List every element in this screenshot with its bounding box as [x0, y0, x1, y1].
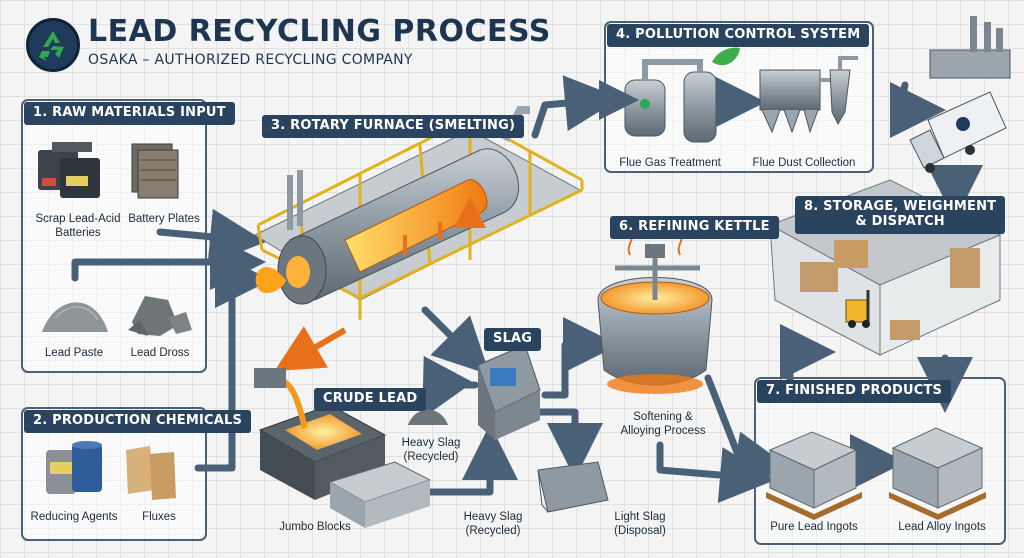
- label-heavy-slag-bottom: Heavy Slag (Recycled): [463, 511, 523, 538]
- arrow-chemicals-to-furnace: [194, 252, 271, 472]
- arrow-slag-to-light: [531, 408, 603, 479]
- recycle-icon: [39, 31, 64, 61]
- label-battery-plates: Battery Plates: [128, 213, 200, 225]
- arrow-slag-to-kettle: [541, 317, 619, 399]
- arrow-kettle-to-pure: [656, 441, 776, 503]
- page-title: LEAD RECYCLING PROCESS: [88, 14, 551, 49]
- barrel-icon: [46, 441, 102, 494]
- sack-icon: [126, 446, 176, 500]
- company-logo: [26, 18, 80, 72]
- alloy-ingot-icon: [889, 427, 986, 520]
- bin-icon: [537, 461, 609, 513]
- label-fluxes: Fluxes: [142, 511, 176, 523]
- label-softening: Softening & Alloying Process: [620, 411, 706, 438]
- battery-icon: [38, 142, 100, 198]
- page-subtitle: OSAKA – AUTHORIZED RECYCLING COMPANY: [88, 52, 413, 68]
- section-pollution-control: 4. POLLUTION CONTROL SYSTEM: [607, 24, 870, 47]
- label-light-slag: Light Slag (Disposal): [614, 511, 666, 538]
- arrow-blocks-to-slag: [421, 424, 518, 496]
- scrubber-icon: [599, 59, 717, 143]
- label-jumbo-blocks: Jumbo Blocks: [279, 521, 351, 533]
- arrow-paste-to-furnace: [71, 234, 266, 290]
- section-chemicals: 2. PRODUCTION CHEMICALS: [24, 410, 252, 433]
- dross-icon: [128, 296, 192, 336]
- heavy-slag-pile: [408, 409, 448, 425]
- kettle-icon: [597, 231, 713, 394]
- section-raw-materials: 1. RAW MATERIALS INPUT: [24, 102, 235, 125]
- label-alloy-ingots: Lead Alloy Ingots: [898, 521, 986, 533]
- factory-icon: [929, 16, 1011, 79]
- machine-icon: [477, 344, 541, 440]
- arrow-furnace-to-slag: [421, 306, 490, 375]
- section-rotary-furnace: 3. ROTARY FURNACE (SMELTING): [262, 115, 525, 138]
- label-flue-dust: Flue Dust Collection: [752, 157, 856, 169]
- leaf-icon: [712, 47, 740, 66]
- label-pure-ingots: Pure Lead Ingots: [770, 521, 858, 533]
- cyclone-icon: [759, 56, 858, 134]
- label-flue-gas: Flue Gas Treatment: [619, 157, 721, 169]
- arrow-slag-to-heavy: [422, 355, 479, 419]
- arrow-furnace-to-crude: [274, 326, 347, 372]
- label-scrap-batteries: Scrap Lead-Acid Batteries: [35, 213, 121, 240]
- label-heavy-slag-top: Heavy Slag (Recycled): [401, 437, 461, 464]
- ingot-icon: [766, 431, 862, 520]
- section-refining-kettle: 6. REFINING KETTLE: [610, 216, 779, 239]
- furnace-icon: [253, 106, 584, 320]
- forklift-icon: [845, 290, 870, 328]
- truck-icon: [909, 91, 1007, 173]
- section-storage-dispatch: 8. STORAGE, WEIGHMENT & DISPATCH: [795, 196, 1006, 234]
- label-reducing-agents: Reducing Agents: [30, 511, 118, 523]
- jumbo-block-icon: [328, 461, 432, 528]
- plate-icon: [131, 143, 179, 199]
- section-finished-products: 7. FINISHED PRODUCTS: [757, 380, 952, 403]
- arrow-factory-to-truck: [889, 81, 946, 138]
- section-crude-lead: CRUDE LEAD: [314, 388, 427, 411]
- section-slag: SLAG: [484, 328, 542, 351]
- label-lead-dross: Lead Dross: [130, 347, 190, 359]
- arrow-furnace-to-pollution: [531, 75, 621, 139]
- arrow-kettle-to-alloy: [704, 374, 791, 487]
- arrow-products-to-storage: [780, 324, 836, 384]
- label-lead-paste: Lead Paste: [44, 347, 104, 359]
- pile-icon: [42, 302, 108, 332]
- chemicals-panel: [21, 407, 207, 541]
